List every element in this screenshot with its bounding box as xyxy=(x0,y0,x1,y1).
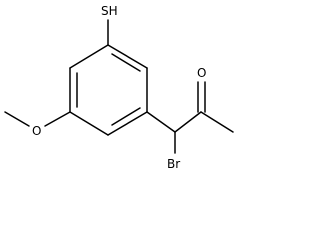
bond-c5-o xyxy=(44,111,71,127)
ring-double-bond-2 xyxy=(111,107,141,126)
ring-bond-c3-c4 xyxy=(107,111,148,136)
thiol-label: SH xyxy=(101,4,118,18)
ring-bond-c6-c1 xyxy=(69,44,109,69)
bond-c3-alpha xyxy=(146,111,176,133)
ketone-oxygen-label: O xyxy=(197,66,206,80)
bond-o-methyl xyxy=(4,111,30,127)
structure-canvas: SH O O Br xyxy=(4,4,234,171)
ring-bond-c4-c5 xyxy=(69,111,109,136)
bond-alpha-carbonyl xyxy=(174,111,202,133)
bond-carbonyl-methyl xyxy=(200,111,234,133)
ring-bond-c1-c2 xyxy=(107,44,148,69)
bromine-label: Br xyxy=(167,157,180,171)
molecule-diagram: SH O O Br xyxy=(4,4,234,171)
methoxy-oxygen-label: O xyxy=(32,124,41,138)
benzene-ring xyxy=(69,44,148,136)
ring-double-bond-1 xyxy=(111,53,141,72)
